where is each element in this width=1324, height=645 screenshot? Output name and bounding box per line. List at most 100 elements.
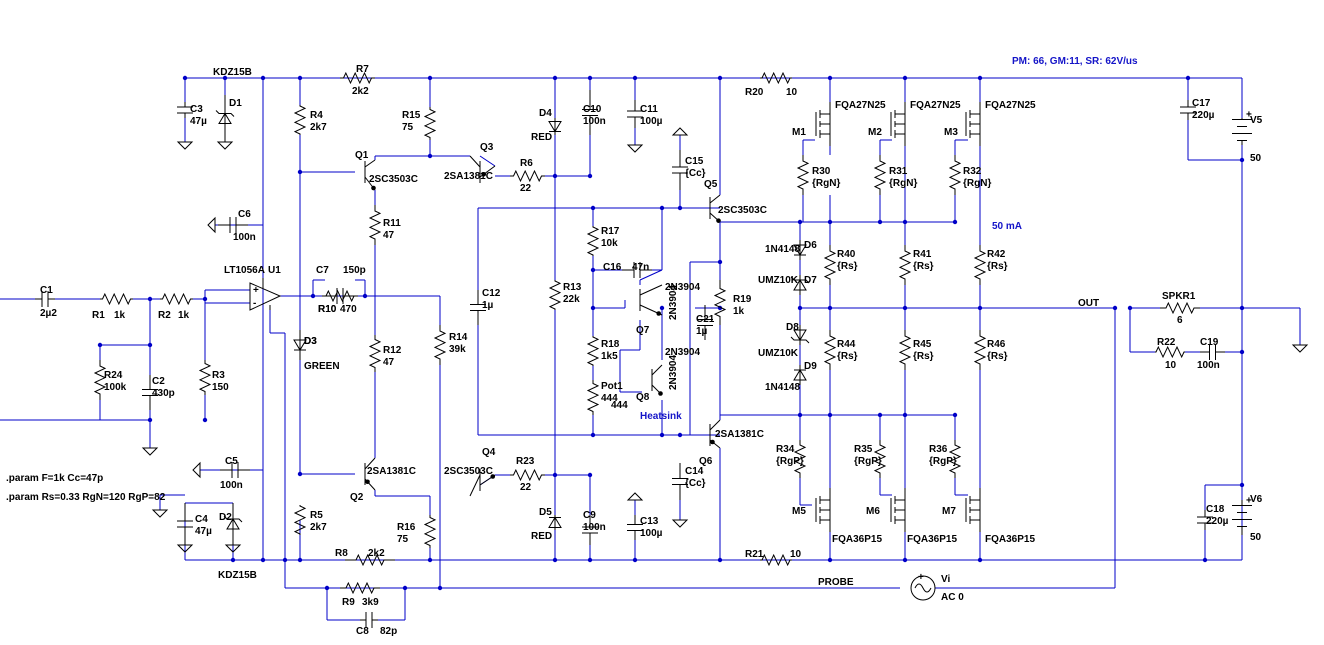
svg-text:+: + (253, 285, 259, 296)
mosfet-m2[interactable] (890, 102, 906, 146)
resistor-r30[interactable] (796, 155, 810, 195)
resistor-ref: R34 (776, 444, 795, 455)
capacitor-c5[interactable] (220, 462, 250, 478)
resistor-r12[interactable] (368, 335, 382, 372)
opamp-ref: U1 (268, 265, 281, 276)
resistor-r31[interactable] (873, 155, 887, 195)
resistor-r7[interactable] (340, 71, 375, 85)
resistor-r6[interactable] (510, 169, 545, 183)
resistor-value: {RgN} (812, 178, 840, 189)
ground-icon (192, 461, 201, 479)
resistor-r36[interactable] (948, 440, 962, 478)
diode-d2[interactable] (223, 503, 243, 545)
resistor-value: {RgP} (776, 456, 804, 467)
mosfet-m6[interactable] (890, 488, 906, 532)
resistor-r46[interactable] (973, 330, 987, 370)
diode-d1[interactable] (215, 95, 235, 142)
resistor-r3[interactable] (198, 360, 212, 395)
resistor-r8[interactable] (345, 553, 395, 567)
resistor-r16[interactable] (423, 515, 437, 548)
transistor-q4[interactable] (469, 469, 496, 497)
resistor-r14[interactable] (433, 325, 447, 365)
capacitor-c6[interactable] (218, 217, 248, 233)
capacitor-ref: C6 (238, 209, 251, 220)
capacitor-value: 100µ (640, 528, 663, 539)
resistor-r44[interactable] (823, 330, 837, 370)
mosfet-m5[interactable] (815, 488, 831, 532)
resistor-r10[interactable] (322, 289, 358, 303)
capacitor-c12[interactable] (470, 290, 486, 325)
resistor-r17[interactable] (586, 226, 600, 256)
capacitor-c17[interactable] (1180, 100, 1196, 120)
capacitor-c21[interactable] (697, 305, 713, 340)
capacitor-c9[interactable] (582, 515, 598, 545)
voltage-source-vi[interactable]: + (910, 572, 936, 601)
resistor-r2[interactable] (160, 292, 193, 306)
diode-d6[interactable] (793, 240, 807, 260)
resistor-pot1[interactable] (586, 380, 600, 415)
resistor-r13[interactable] (548, 280, 562, 310)
resistor-r35[interactable] (873, 440, 887, 478)
resistor-r20[interactable] (760, 71, 792, 85)
diode-d3[interactable] (293, 330, 307, 360)
resistor-r34[interactable] (793, 440, 807, 478)
capacitor-c16[interactable] (622, 262, 652, 278)
diode-d7[interactable] (790, 275, 810, 295)
mosfet-m7[interactable] (965, 488, 981, 532)
transistor-q8[interactable] (651, 364, 663, 396)
resistor-r19[interactable] (713, 280, 727, 325)
net-label-out: OUT (1078, 298, 1099, 309)
resistor-r23[interactable] (510, 468, 545, 482)
capacitor-c4[interactable] (177, 503, 193, 545)
diode-d4[interactable] (548, 118, 562, 135)
resistor-value: 22k (563, 294, 580, 305)
capacitor-c15[interactable] (672, 150, 688, 190)
resistor-r45[interactable] (898, 330, 912, 370)
diode-d9[interactable] (793, 365, 807, 385)
resistor-r41[interactable] (898, 245, 912, 285)
resistor-r11[interactable] (368, 205, 382, 245)
capacitor-c13[interactable] (627, 515, 643, 540)
capacitor-c8[interactable] (360, 612, 378, 628)
capacitor-value: 100µ (640, 116, 663, 127)
resistor-r24[interactable] (93, 360, 107, 400)
voltage-source-v6[interactable]: + (1232, 496, 1252, 536)
voltage-source-v5[interactable]: + (1232, 110, 1252, 146)
transistor-q1[interactable] (364, 159, 376, 191)
transistor-q7[interactable] (639, 284, 663, 316)
resistor-r15[interactable] (423, 107, 437, 140)
capacitor-c18[interactable] (1197, 510, 1213, 530)
capacitor-value: 47µ (190, 116, 207, 127)
diode-d5[interactable] (548, 515, 562, 530)
capacitor-c11[interactable] (627, 100, 643, 128)
opamp-u1[interactable]: +- (249, 278, 282, 311)
resistor-r18[interactable] (586, 336, 600, 366)
diode-d8[interactable] (790, 325, 810, 345)
capacitor-c1[interactable] (35, 291, 55, 307)
transistor-q2[interactable] (364, 457, 376, 491)
capacitor-c14[interactable] (672, 463, 688, 500)
capacitor-ref: C15 (685, 156, 704, 167)
capacitor-c3[interactable] (177, 102, 193, 118)
resistor-spkr1[interactable] (1160, 301, 1200, 315)
resistor-r9[interactable] (340, 581, 380, 595)
resistor-r32[interactable] (948, 155, 962, 195)
resistor-r40[interactable] (823, 245, 837, 285)
transistor-q6[interactable] (709, 419, 721, 449)
mosfet-m1[interactable] (815, 102, 831, 146)
resistor-r22[interactable] (1155, 345, 1185, 359)
transistor-q3[interactable] (469, 155, 496, 183)
resistor-value: {Rs} (987, 261, 1008, 272)
resistor-r5[interactable] (293, 505, 307, 535)
mosfet-m3[interactable] (965, 102, 981, 146)
capacitor-c19[interactable] (1200, 344, 1225, 360)
resistor-r4[interactable] (293, 105, 307, 135)
transistor-q5[interactable] (709, 194, 721, 223)
capacitor-c2[interactable] (142, 375, 158, 410)
resistor-r21[interactable] (760, 553, 792, 567)
resistor-r42[interactable] (973, 245, 987, 285)
resistor-r1[interactable] (100, 292, 133, 306)
transistor-ref: Q2 (350, 492, 364, 503)
mosfet-value: FQA27N25 (835, 100, 886, 111)
capacitor-c10[interactable] (582, 90, 598, 135)
